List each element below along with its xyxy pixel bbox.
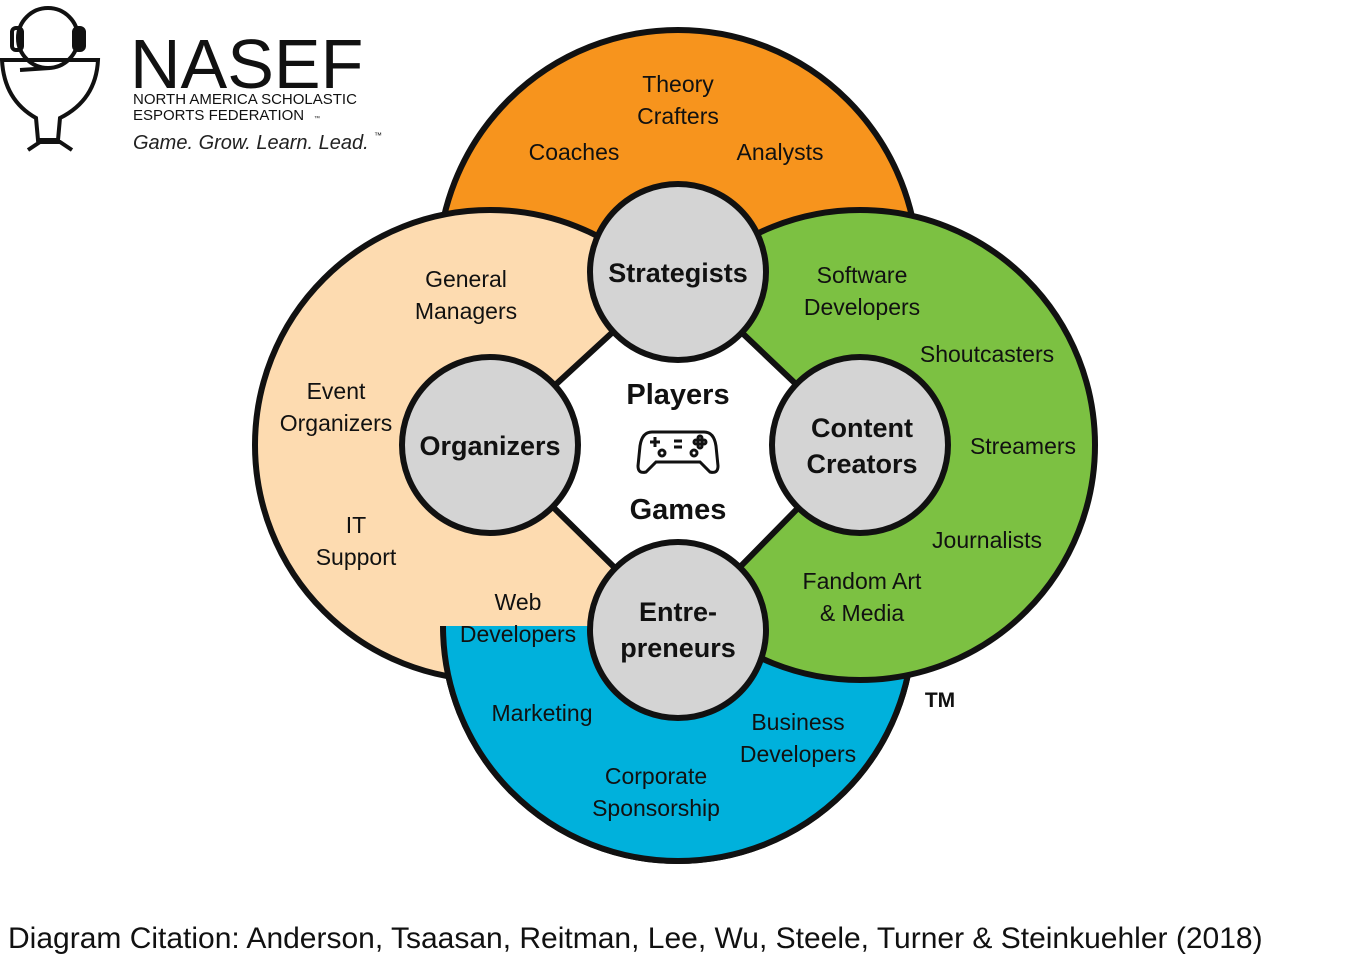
entrepreneurs-region [440,625,916,864]
trademark: TM [925,689,955,712]
logo-tagline: Game. Grow. Learn. Lead. [133,132,369,154]
logo-line2: ESPORTS FEDERATION [133,107,304,124]
role-it-2: Support [316,544,397,570]
role-fandom-1: Fandom Art [803,568,922,594]
role-sw-2: Developers [804,294,920,320]
role-web-1: Web [495,589,542,615]
role-gm-1: General [425,266,507,292]
role-marketing: Marketing [492,700,593,726]
role-biz-2: Developers [740,741,856,767]
role-gm-2: Managers [415,298,517,324]
role-sw-1: Software [817,262,908,288]
role-event-1: Event [307,378,366,404]
trophy-headset-icon [0,6,101,152]
role-journalists: Journalists [932,527,1042,553]
hub-strategists [587,181,769,363]
role-it-1: IT [346,512,366,538]
role-coaches: Coaches [529,139,620,165]
role-shoutcasters: Shoutcasters [920,341,1054,367]
hub-entrepreneurs [587,539,769,721]
role-theory-1: Theory [642,71,714,97]
logo-line1: NORTH AMERICA SCHOLASTIC [133,91,357,108]
role-theory-2: Crafters [637,103,719,129]
center-games: Games [630,494,727,526]
center-players: Players [626,379,729,411]
hub-label-organizers: Organizers [419,431,560,461]
logo-tm: ™ [314,115,320,122]
role-streamers: Streamers [970,433,1076,459]
role-analysts: Analysts [737,139,824,165]
role-corp-2: Sponsorship [592,795,720,821]
diagram-citation: Diagram Citation: Anderson, Tsaasan, Rei… [8,922,1263,955]
hub-label-content-2: Creators [806,449,917,479]
role-fandom-2: & Media [820,600,905,626]
nasef-logo: NASEF NORTH AMERICA SCHOLASTIC ESPORTS F… [0,6,382,154]
role-biz-1: Business [751,709,844,735]
hub-label-strategists: Strategists [608,258,748,288]
logo-name: NASEF [130,25,363,103]
gamepad-icon [636,430,720,474]
hub-label-entre-2: preneurs [620,633,736,663]
hub-organizers [399,354,581,536]
role-event-2: Organizers [280,410,392,436]
hub-label-content-1: Content [811,413,913,443]
logo-tagline-tm: ™ [374,131,382,140]
role-corp-1: Corporate [605,763,707,789]
role-web-2: Developers [460,621,576,647]
hub-content-creators [769,354,951,536]
hub-label-entre-1: Entre- [639,597,717,627]
